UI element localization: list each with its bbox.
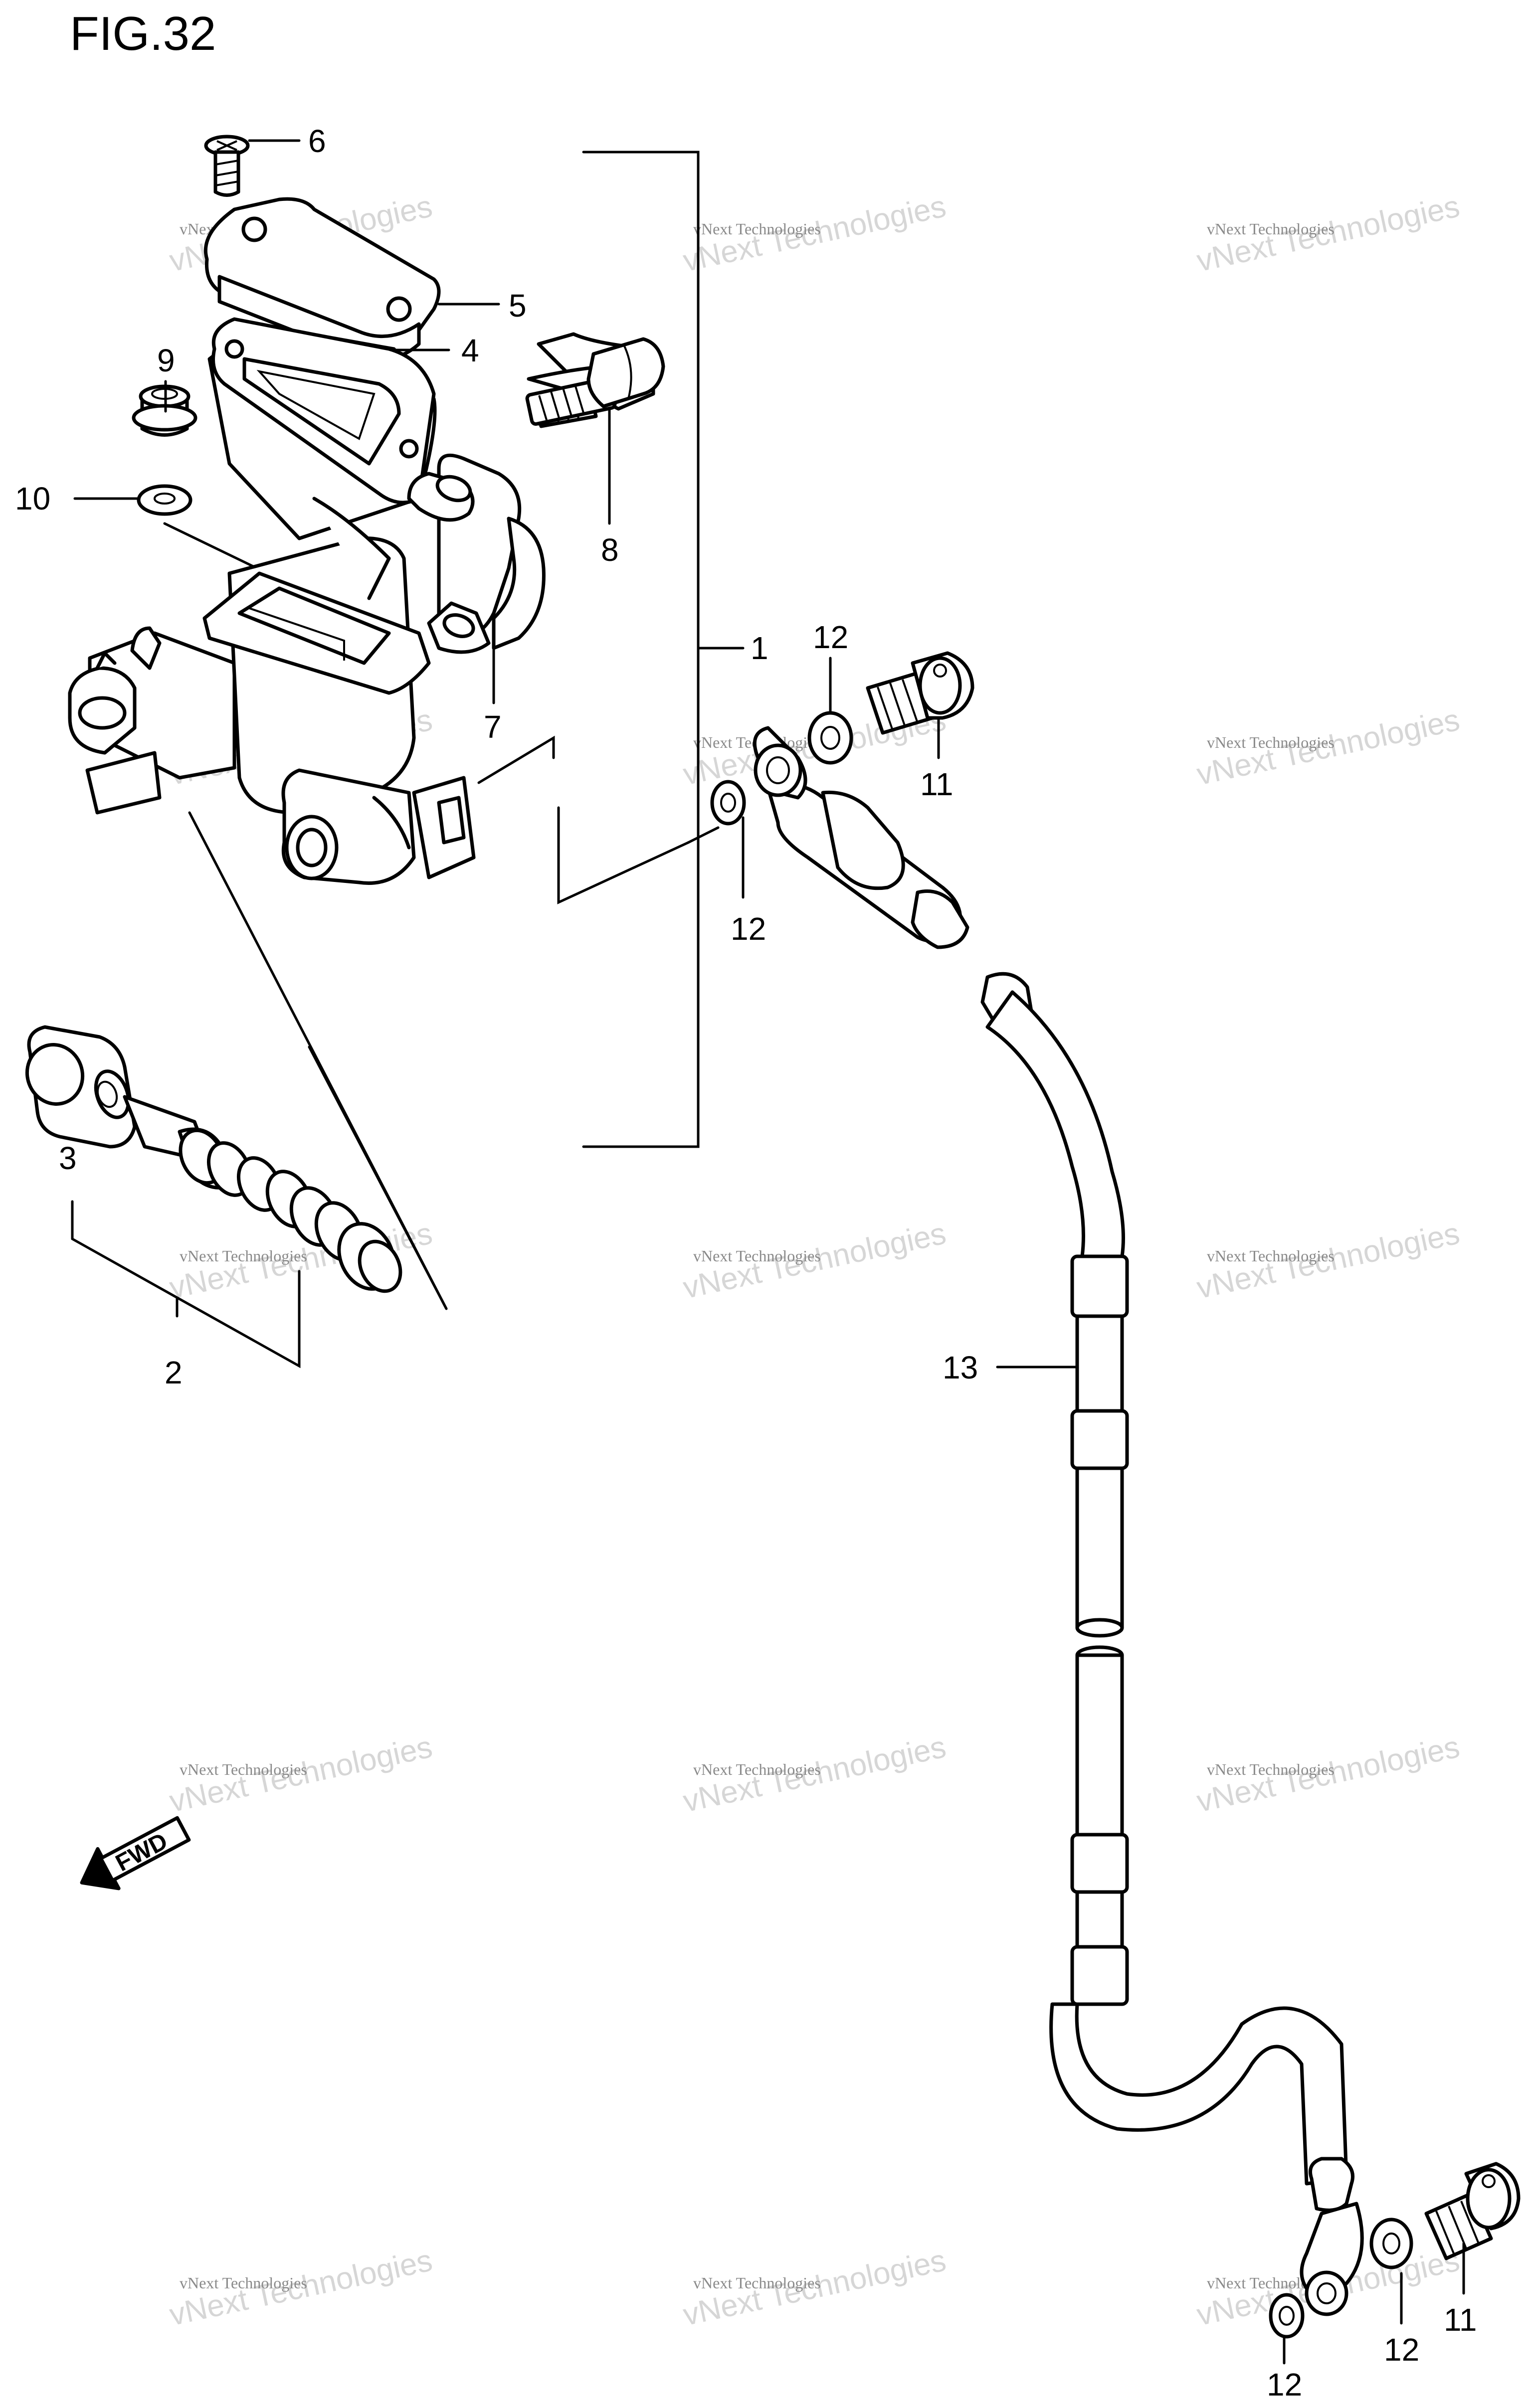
watermark-small: vNext Technologies xyxy=(693,220,821,238)
callout-12-upper-a: 12 xyxy=(731,911,766,947)
watermark-small: vNext Technologies xyxy=(693,2274,821,2292)
watermark: vNext Technologies vNext Technologies xyxy=(680,1729,949,1819)
callout-2: 2 xyxy=(165,1355,183,1390)
callout-12-lower-a: 12 xyxy=(1267,2367,1302,2403)
watermark-small: vNext Technologies xyxy=(1207,220,1335,238)
piston-kit-part-2 xyxy=(25,1025,402,1293)
callout-12-lower-b: 12 xyxy=(1384,2332,1419,2368)
watermark: vNext Technologies vNext Technologies xyxy=(680,1216,949,1305)
watermark-small: vNext Technologies xyxy=(693,1247,821,1265)
callout-4: 4 xyxy=(461,333,479,368)
callout-11-lower: 11 xyxy=(1444,2302,1477,2338)
watermark-small: vNext Technologies xyxy=(1207,1760,1335,1778)
watermark-small: vNext Technologies xyxy=(693,1760,821,1778)
watermark-small: vNext Technologies xyxy=(1207,733,1335,751)
washer-part-12-upper-b xyxy=(807,711,853,765)
figure-title: FIG.32 xyxy=(70,7,216,60)
master-cylinder-body-part-1 xyxy=(68,497,476,885)
guide-line xyxy=(477,735,555,784)
callout-12-upper-b: 12 xyxy=(813,619,848,655)
watermark-small: vNext Technologies xyxy=(1207,1247,1335,1265)
bracket-part-2 xyxy=(71,1237,301,1369)
diaphragm-part-4 xyxy=(207,317,437,540)
washer-part-12-upper-a xyxy=(710,780,746,826)
guide-line xyxy=(308,1045,448,1310)
guide-line xyxy=(687,826,720,844)
watermark: vNext Technologies vNext Technologies xyxy=(1194,702,1463,792)
assembly-bracket xyxy=(582,151,700,1148)
screw-part-6 xyxy=(204,135,250,197)
forward-arrow-icon: FWD xyxy=(80,1816,191,1891)
callout-1: 1 xyxy=(751,630,768,666)
callout-13: 13 xyxy=(943,1350,978,1385)
callout-7: 7 xyxy=(484,709,502,745)
watermark: vNext Technologies vNext Technologies xyxy=(167,2243,435,2332)
callout-5: 5 xyxy=(509,288,527,324)
watermark: vNext Technologies vNext Technologies xyxy=(1194,189,1463,278)
watermark-small: vNext Technologies xyxy=(180,2274,307,2292)
brake-hose-part-13 xyxy=(766,782,1364,2316)
clamp-part-7 xyxy=(407,453,546,654)
watermark-small: vNext Technologies xyxy=(180,1247,307,1265)
watermark: vNext Technologies vNext Technologies xyxy=(1194,1729,1463,1819)
union-bolt-part-11-lower xyxy=(1424,2162,1521,2260)
callout-labels: 1 2 3 4 5 6 7 8 9 10 11 12 12 13 12 12 1… xyxy=(15,123,1477,2403)
washer-part-12-lower-b xyxy=(1369,2218,1413,2269)
watermark: vNext Technologies vNext Technologies xyxy=(680,2243,949,2332)
union-bolt-part-11-upper xyxy=(866,651,974,735)
guide-line xyxy=(557,806,690,904)
callout-11-upper: 11 xyxy=(920,766,953,802)
watermark: vNext Technologies vNext Technologies xyxy=(680,189,949,278)
watermark: vNext Technologies vNext Technologies xyxy=(167,1729,435,1819)
callout-8: 8 xyxy=(601,532,619,568)
callout-6: 6 xyxy=(308,123,326,159)
callout-3: 3 xyxy=(59,1140,77,1176)
washer-part-10 xyxy=(137,484,192,516)
reservoir-cap-part-5 xyxy=(203,197,441,361)
callout-9: 9 xyxy=(157,343,175,378)
watermark: vNext Technologies vNext Technologies xyxy=(1194,1216,1463,1305)
watermark-small: vNext Technologies xyxy=(180,1760,307,1778)
banjo-fitting-upper xyxy=(753,726,807,800)
callout-10: 10 xyxy=(15,481,50,516)
washer-part-12-lower-a xyxy=(1269,2293,1305,2339)
bolt-part-8-body xyxy=(525,337,665,426)
